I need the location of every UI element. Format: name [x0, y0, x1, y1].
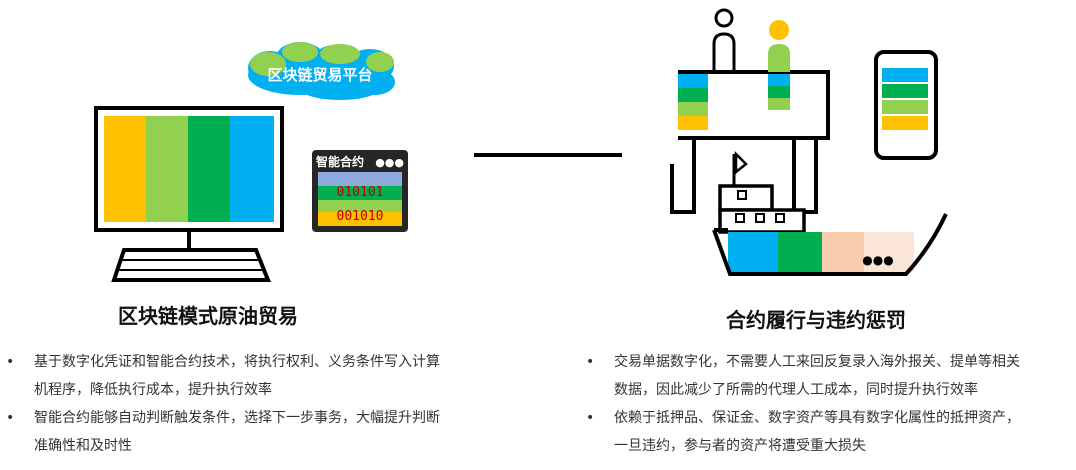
right-heading: 合约履行与违约惩罚: [726, 308, 906, 332]
right-bullet-list: • 交易单据数字化，不需要人工来回反复录入海外报关、提单等相关 数据，因此减少了…: [586, 348, 1074, 460]
list-item: • 交易单据数字化，不需要人工来回反复录入海外报关、提单等相关 数据，因此减少了…: [586, 348, 1074, 404]
left-heading: 区块链模式原油贸易: [118, 304, 298, 328]
contract-binary-row-1: 010101: [337, 185, 384, 200]
bullet-line: 机程序，降低执行成本，提升执行效率: [34, 382, 272, 398]
bullet-line: 准确性和及时性: [34, 438, 132, 454]
contract-title: 智能合约: [315, 154, 364, 169]
bullet-line: 智能合约能够自动判断触发条件，选择下一步事务，大幅提升判断: [34, 410, 440, 426]
bullet-marker: •: [6, 354, 15, 370]
ship-icon: [712, 150, 948, 276]
bullet-line: 基于数字化凭证和智能合约技术，将执行权利、义务条件写入计算: [34, 354, 440, 370]
bullet-marker: •: [586, 354, 595, 370]
list-item: • 基于数字化凭证和智能合约技术，将执行权利、义务条件写入计算 机程序，降低执行…: [6, 348, 534, 404]
list-item: • 依赖于抵押品、保证金、数字资产等具有数字化属性的抵押资产， 一旦违约，参与者…: [586, 404, 1074, 460]
bullet-line: 数据，因此减少了所需的代理人工成本，同时提升执行效率: [614, 382, 978, 398]
left-bullet-list: • 基于数字化凭证和智能合约技术，将执行权利、义务条件写入计算 机程序，降低执行…: [6, 348, 534, 460]
bullet-line: 依赖于抵押品、保证金、数字资产等具有数字化属性的抵押资产，: [614, 410, 1020, 426]
bullet-line: 交易单据数字化，不需要人工来回反复录入海外报关、提单等相关: [614, 354, 1020, 370]
person-outline-icon: [712, 8, 736, 72]
cloud-shape: [248, 42, 395, 100]
smart-contract-window: [312, 150, 408, 232]
contract-binary-row-2: 001010: [337, 209, 384, 224]
phone-icon: [874, 50, 938, 160]
bullet-line: 一旦违约，参与者的资产将遭受重大损失: [614, 438, 866, 454]
bullet-marker: •: [6, 410, 15, 426]
person-colored-icon: [768, 20, 790, 72]
list-item: • 智能合约能够自动判断触发条件，选择下一步事务，大幅提升判断 准确性和及时性: [6, 404, 534, 460]
more-dots-icon: ●●●: [862, 253, 893, 267]
computer-monitor-icon: [94, 106, 284, 282]
customs-counter-icon: [622, 38, 830, 214]
bullet-marker: •: [586, 410, 595, 426]
cloud-label: 区块链贸易平台: [267, 66, 372, 84]
window-dots-icon: ●●●: [375, 156, 404, 169]
